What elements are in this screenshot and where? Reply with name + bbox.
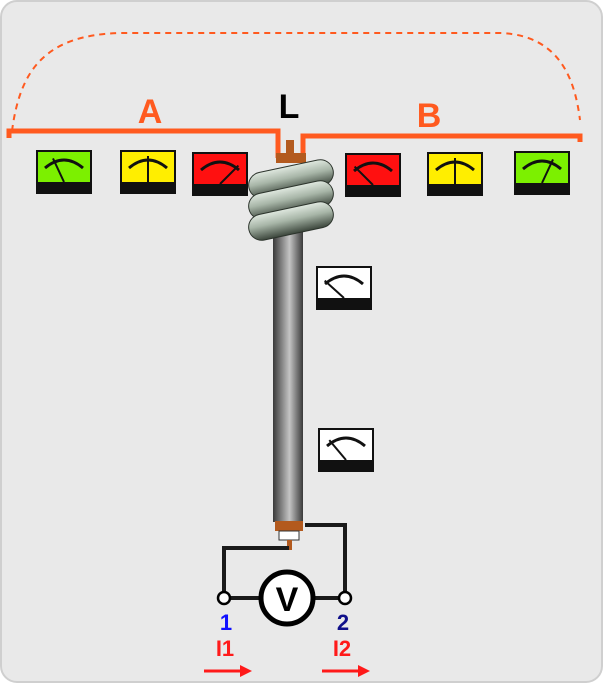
meter-b-outer: [514, 151, 570, 195]
coil-turn: [248, 201, 334, 241]
current-2-label: I2: [333, 636, 351, 661]
meter-a-inner: [192, 152, 248, 196]
meter-cable-lower: [318, 428, 374, 472]
terminal-circle-icon: [216, 590, 232, 606]
meter-needle: [219, 164, 240, 185]
voltmeter-label: V: [276, 581, 299, 619]
meter-a-middle: [120, 150, 176, 194]
top-feeder-tape: [276, 153, 306, 163]
right-arrow-icon: [204, 665, 252, 677]
terminal-1-label: 1: [220, 610, 232, 635]
meters-layer: [36, 150, 570, 472]
circuit-wire-left: [222, 546, 289, 600]
bottom-connector: [278, 530, 300, 541]
meter-b-inner: [345, 153, 401, 197]
meter-needle: [541, 158, 554, 184]
terminal-2-label: 2: [337, 610, 349, 635]
current-1-label: I1: [216, 636, 234, 661]
terminal-circle-icon: [337, 590, 353, 606]
right-arrow-icon: [322, 665, 370, 677]
choke-coil: [248, 159, 334, 241]
junction-label: L: [279, 88, 300, 126]
antenna-wire-b: [300, 133, 583, 158]
antenna-wire-a: [6, 128, 281, 158]
meter-a-outer: [36, 150, 92, 194]
voltmeter: [258, 569, 316, 627]
bottom-feeder-stub: [287, 540, 292, 550]
circuit-wire-right: [305, 523, 347, 600]
meter-needle: [324, 279, 345, 299]
coax-cable: [273, 222, 303, 522]
top-feeder-stub: [286, 140, 294, 156]
meter-needle: [52, 157, 65, 183]
bottom-feeder-tape: [275, 521, 303, 531]
meter-needle: [328, 439, 347, 461]
meter-b-middle: [427, 152, 483, 196]
meter-cable-upper: [316, 266, 372, 310]
section-a-label: A: [138, 93, 163, 131]
section-b-label: B: [417, 97, 442, 135]
meter-needle: [353, 165, 374, 186]
